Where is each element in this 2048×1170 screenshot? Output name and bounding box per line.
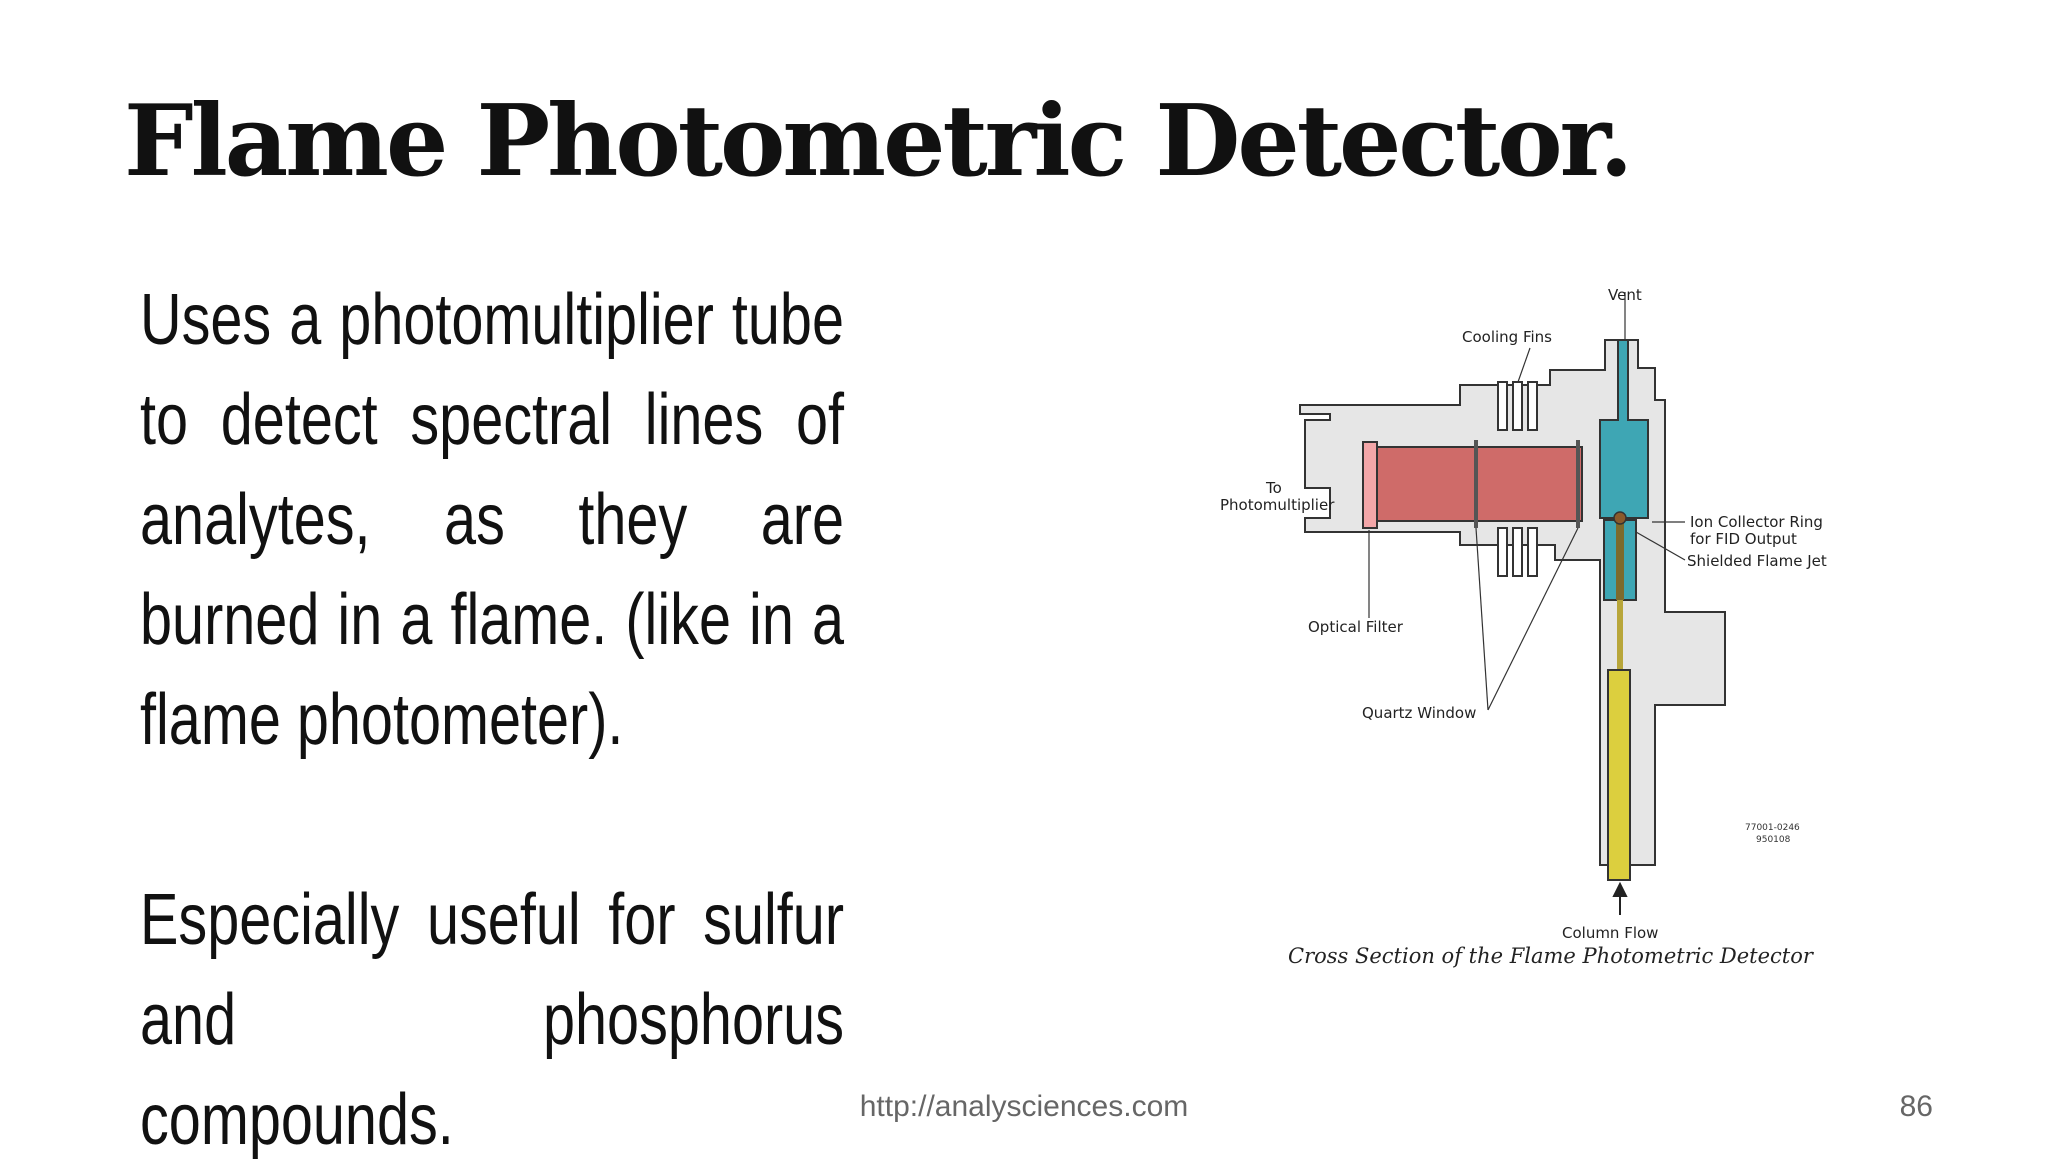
photomultiplier-chamber — [1376, 446, 1583, 522]
label-shielded-flame-jet: Shielded Flame Jet — [1687, 552, 1827, 570]
slide-title: Flame Photometric Detector. — [124, 84, 1633, 199]
detector-cross-section: Vent Cooling Fins To Photomultiplier Ion… — [1220, 286, 1827, 942]
label-code-1: 77001-0246 — [1745, 823, 1800, 833]
label-ion-collector-1: Ion Collector Ring — [1690, 513, 1823, 531]
optical-filter — [1362, 441, 1378, 529]
label-ion-collector-2: for FID Output — [1690, 530, 1797, 548]
body-text: Uses a photomultiplier tube to detect sp… — [140, 270, 844, 1170]
page-number: 86 — [1899, 1090, 1933, 1123]
label-optical-filter: Optical Filter — [1308, 618, 1404, 636]
label-to: To — [1265, 479, 1282, 497]
label-cooling-fins: Cooling Fins — [1462, 328, 1552, 346]
paragraph-photomultiplier: Uses a photomultiplier tube to detect sp… — [140, 280, 844, 760]
detector-diagram: Vent Cooling Fins To Photomultiplier Ion… — [1200, 270, 1880, 990]
label-photomultiplier: Photomultiplier — [1220, 496, 1335, 514]
footer-url: http://analysciences.com — [859, 1090, 1189, 1123]
figure-caption: Cross Section of the Flame Photometric D… — [1288, 944, 1813, 968]
label-quartz-window: Quartz Window — [1362, 704, 1476, 722]
flame-jet-core — [1616, 522, 1624, 600]
cooling-fins-top — [1497, 381, 1538, 431]
label-code-2: 950108 — [1756, 835, 1791, 845]
column-flow-arrow — [1612, 881, 1628, 915]
ion-collector-ring — [1613, 511, 1627, 525]
paragraph-sulfur-phosphorus: Especially useful for sulfur and phospho… — [140, 880, 844, 1160]
label-vent: Vent — [1608, 286, 1642, 304]
column — [1607, 669, 1631, 881]
leader-lines — [1368, 292, 1686, 711]
cooling-fins-bottom — [1497, 527, 1538, 577]
label-column-flow: Column Flow — [1562, 924, 1658, 942]
